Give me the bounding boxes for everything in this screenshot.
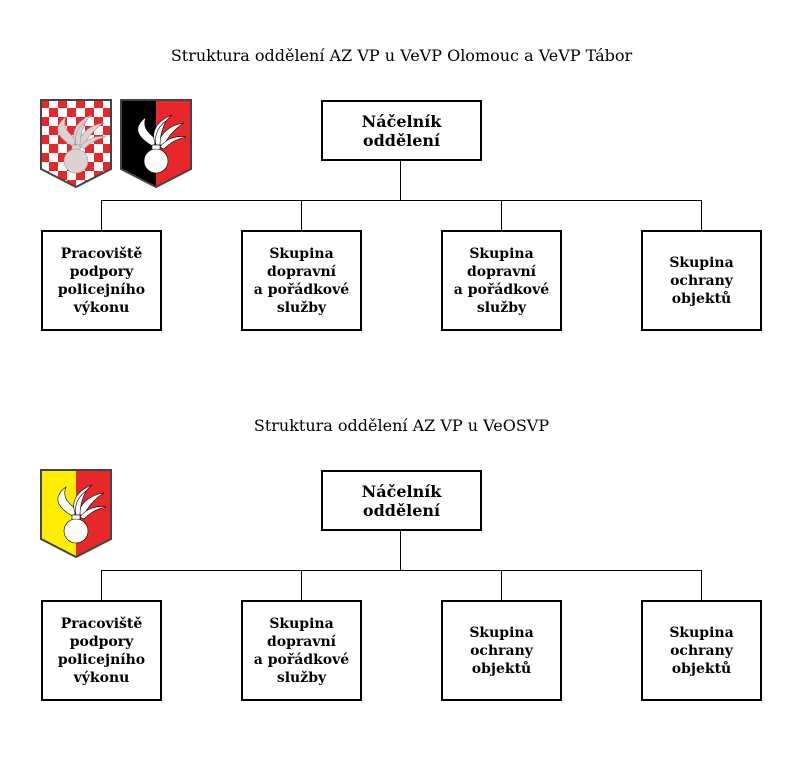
shield-emblem-black-red (120, 99, 192, 193)
shield-emblem-checkered-red-white (40, 99, 112, 193)
connector-line (301, 570, 302, 600)
connector-line (400, 530, 401, 570)
connector-line (501, 570, 502, 600)
section-title: Struktura oddělení AZ VP u VeVP Olomouc … (170, 46, 633, 65)
unit-box: Skupina dopravní a pořádkové služby (241, 230, 362, 331)
unit-box: Skupina ochrany objektů (641, 600, 762, 701)
connector-line (101, 570, 102, 600)
connector-line (400, 160, 401, 200)
unit-box: Pracoviště podpory policejního výkonu (41, 230, 162, 331)
connector-line (301, 200, 302, 230)
unit-box: Skupina dopravní a pořádkové služby (441, 230, 562, 331)
unit-box: Skupina ochrany objektů (641, 230, 762, 331)
head-box: Náčelník oddělení (321, 470, 482, 531)
connector-line (101, 200, 702, 201)
shield-emblem-yellow-red (40, 469, 112, 563)
unit-box: Pracoviště podpory policejního výkonu (41, 600, 162, 701)
connector-line (101, 200, 102, 230)
connector-line (101, 570, 702, 571)
section-title: Struktura oddělení AZ VP u VeOSVP (253, 416, 550, 435)
connector-line (501, 200, 502, 230)
head-box: Náčelník oddělení (321, 100, 482, 161)
connector-line (701, 200, 702, 230)
connector-line (701, 570, 702, 600)
unit-box: Skupina ochrany objektů (441, 600, 562, 701)
unit-box: Skupina dopravní a pořádkové služby (241, 600, 362, 701)
